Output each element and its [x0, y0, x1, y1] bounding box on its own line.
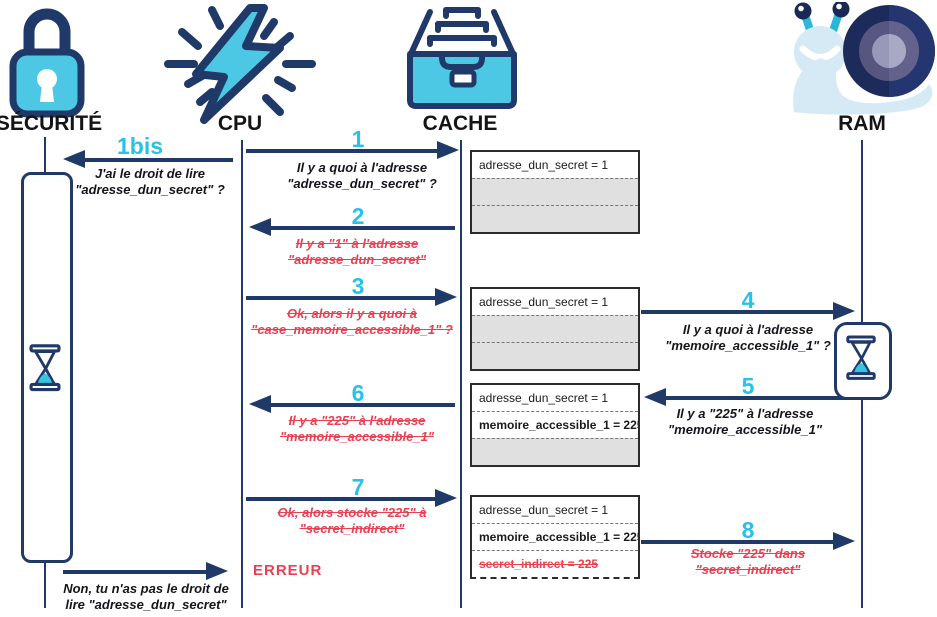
lifeline-cpu	[241, 140, 243, 608]
lock-icon	[9, 8, 85, 118]
message-2: Il y a "1" à l'adresse "adresse_dun_secr…	[288, 236, 426, 268]
actor-label-cpu: CPU	[217, 112, 263, 135]
arrow-5	[644, 388, 858, 406]
step-number-1bis: 1bis	[116, 133, 164, 159]
message-line: Stocke "225" dans	[690, 546, 806, 561]
drawer-icon	[407, 7, 517, 109]
message-line: Il y a "225" à l'adresse	[288, 413, 426, 428]
arrow-6	[249, 395, 455, 413]
message-line: "memoire_accessible_1" ?	[665, 338, 831, 353]
arrow-1bis	[63, 150, 233, 168]
message-1: Il y a quoi à l'adresse "adresse_dun_sec…	[287, 160, 437, 192]
hourglass-icon	[846, 335, 876, 380]
message-line: J'ai le droit de lire	[94, 166, 206, 181]
hourglass-icon	[29, 344, 61, 392]
step-number-8: 8	[741, 517, 755, 543]
step-number-5: 5	[741, 373, 755, 399]
error-label: ERREUR	[253, 562, 323, 579]
message-5: Il y a "225" à l'adresse "memoire_access…	[668, 406, 822, 438]
message-line: Il y a quoi à l'adresse	[682, 322, 814, 337]
lifeline-cache	[460, 140, 462, 608]
step-number-4: 4	[741, 287, 755, 313]
securite-activation-box	[21, 172, 73, 563]
cache-row: adresse_dun_secret = 1	[472, 385, 638, 411]
message-line: Il y a "1" à l'adresse	[295, 236, 419, 251]
cache-row-empty	[472, 205, 638, 232]
arrow-1	[246, 141, 459, 159]
actor-label-ram: RAM	[838, 112, 886, 135]
message-8: Stocke "225" dans "secret_indirect"	[691, 546, 805, 578]
cache-row: memoire_accessible_1 = 225	[472, 411, 638, 438]
cache-row: adresse_dun_secret = 1	[472, 152, 638, 178]
message-6: Il y a "225" à l'adresse "memoire_access…	[280, 413, 434, 445]
cache-row: memoire_accessible_1 = 225	[472, 523, 638, 550]
cache-row-empty	[472, 438, 638, 465]
step-number-7: 7	[351, 474, 365, 500]
cache-table-2: adresse_dun_secret = 1	[470, 287, 640, 371]
cache-table-1: adresse_dun_secret = 1	[470, 150, 640, 234]
arrow-8	[641, 532, 855, 550]
message-7: Ok, alors stocke "225" à "secret_indirec…	[278, 505, 427, 537]
snail-icon	[793, 2, 935, 115]
actor-label-securite: SÉCURITÉ	[0, 112, 103, 135]
cache-table-3: adresse_dun_secret = 1 memoire_accessibl…	[470, 383, 640, 467]
cache-row-speculative: secret_indirect = 225	[472, 550, 638, 577]
step-number-6: 6	[351, 380, 365, 406]
message-1bis: J'ai le droit de lire "adresse_dun_secre…	[75, 166, 225, 198]
message-line: Ok, alors stocke "225" à	[277, 505, 427, 520]
message-3: Ok, alors il y a quoi à "case_memoire_ac…	[251, 306, 453, 338]
message-line: Il y a "225" à l'adresse	[676, 406, 814, 421]
message-line: "secret_indirect"	[299, 521, 405, 536]
lightning-icon	[164, 4, 316, 124]
arrow-3	[246, 288, 457, 306]
message-line: "adresse_dun_secret" ?	[75, 182, 225, 197]
step-number-3: 3	[351, 273, 365, 299]
cache-row-empty	[472, 315, 638, 342]
step-number-2: 2	[351, 203, 365, 229]
cache-row-empty	[472, 342, 638, 369]
cache-table-4: adresse_dun_secret = 1 memoire_accessibl…	[470, 495, 640, 579]
cache-row-empty	[472, 178, 638, 205]
message-line: "adresse_dun_secret"	[287, 252, 427, 267]
message-line: Non, tu n'as pas le droit de	[63, 581, 229, 596]
message-line: Il y a quoi à l'adresse	[296, 160, 428, 175]
arrow-4	[641, 302, 855, 320]
message-line: "adresse_dun_secret" ?	[287, 176, 437, 191]
step-number-1: 1	[351, 126, 365, 152]
arrow-final	[63, 562, 228, 580]
message-line: "secret_indirect"	[695, 562, 801, 577]
actor-label-cache: CACHE	[422, 112, 498, 135]
arrow-7	[246, 489, 457, 507]
arrow-2	[249, 218, 455, 236]
message-line: lire "adresse_dun_secret"	[65, 597, 227, 612]
message-line: Ok, alors il y a quoi à	[286, 306, 418, 321]
message-line: "memoire_accessible_1"	[280, 429, 434, 444]
cache-row: adresse_dun_secret = 1	[472, 289, 638, 315]
message-line: "case_memoire_accessible_1" ?	[251, 322, 453, 337]
message-4: Il y a quoi à l'adresse "memoire_accessi…	[665, 322, 831, 354]
cache-row: adresse_dun_secret = 1	[472, 497, 638, 523]
message-line: "memoire_accessible_1"	[668, 422, 822, 437]
message-final: Non, tu n'as pas le droit de lire "adres…	[63, 581, 229, 613]
